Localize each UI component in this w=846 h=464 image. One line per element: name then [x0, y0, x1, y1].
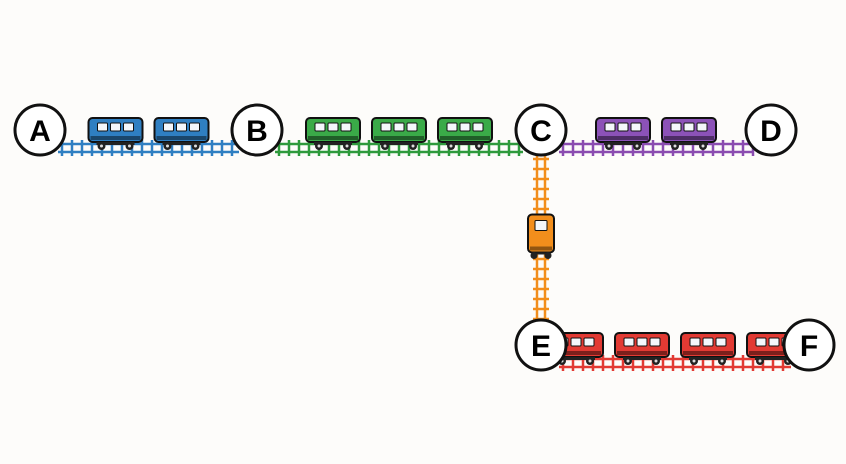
- train-cars-layer: [87, 117, 802, 365]
- train-car-bc-2: [371, 117, 427, 150]
- train-car-ef-2: [614, 332, 670, 365]
- station-f-label: F: [800, 330, 818, 363]
- train-car-ce-1: [527, 213, 555, 259]
- station-d-label: D: [760, 115, 782, 148]
- track-c-d: [559, 140, 755, 156]
- station-a-label: A: [29, 115, 51, 148]
- station-e: E: [514, 318, 568, 372]
- station-b-label: B: [246, 115, 268, 148]
- train-car-cd-2: [661, 117, 717, 150]
- station-d: D: [744, 103, 798, 157]
- station-f: F: [782, 318, 836, 372]
- train-car-ab-2: [153, 117, 210, 150]
- station-b: B: [230, 103, 284, 157]
- train-car-bc-1: [305, 117, 361, 150]
- train-car-ab-1: [87, 117, 144, 150]
- station-c-label: C: [530, 115, 552, 148]
- station-a: A: [13, 103, 67, 157]
- stations-layer: A B C D E F: [13, 103, 836, 372]
- train-car-bc-3: [437, 117, 493, 150]
- station-c: C: [514, 103, 568, 157]
- train-car-cd-1: [595, 117, 651, 150]
- station-e-label: E: [531, 330, 551, 363]
- train-car-ef-3: [680, 332, 736, 365]
- track-a-b: [58, 140, 239, 156]
